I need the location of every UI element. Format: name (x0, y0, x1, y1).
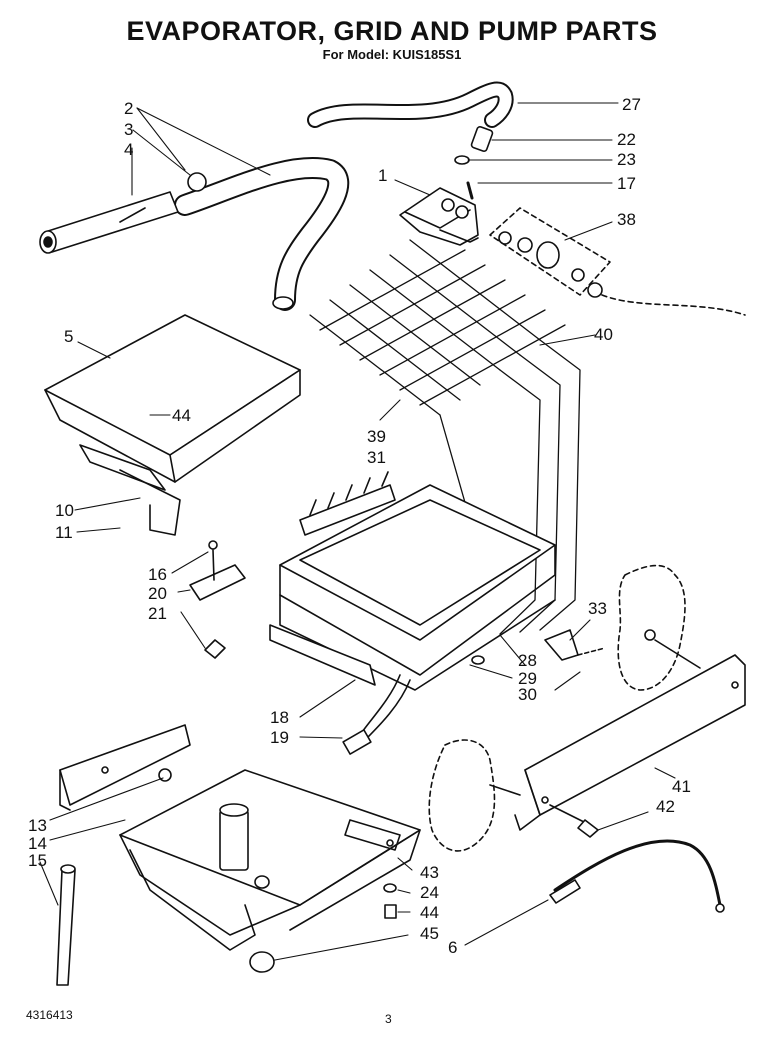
side-panel-part-41 (514, 654, 746, 838)
callout-27: 27 (622, 95, 641, 114)
callout-14: 14 (28, 834, 47, 853)
callout-13: 13 (28, 816, 47, 835)
callout-19: 19 (270, 728, 289, 747)
reservoir-part-43 (119, 769, 421, 951)
dashed-outline-middle (428, 739, 521, 852)
pump-fitting-group-38 (489, 207, 746, 316)
clips-part-31 (299, 471, 396, 536)
callout-30: 30 (518, 685, 537, 704)
fasteners-bottom (249, 883, 397, 973)
tube-part-4 (39, 172, 207, 254)
callout-29: 29 (518, 669, 537, 688)
hose-part-2 (174, 157, 350, 311)
callout-40: 40 (594, 325, 613, 344)
callout-39: 39 (367, 427, 386, 446)
callout-labels: 2 3 4 27 22 23 1 17 38 5 40 44 39 31 10 … (28, 95, 691, 957)
callout-16: 16 (148, 565, 167, 584)
callout-6: 6 (448, 938, 457, 957)
bracket-part-20 (189, 540, 246, 659)
evaporator-plate-part-5 (44, 314, 301, 536)
tube-part-15 (56, 864, 76, 986)
callout-3: 3 (124, 120, 133, 139)
model-subtitle: For Model: KUIS185S1 (322, 47, 462, 62)
callout-44: 44 (172, 406, 191, 425)
callout-31: 31 (367, 448, 386, 467)
callout-4: 4 (124, 140, 133, 159)
wire-harness-part-18-19 (342, 674, 411, 755)
document-number: 4316413 (26, 1008, 73, 1022)
page-number: 3 (385, 1012, 392, 1026)
valve-part-1 (399, 181, 479, 246)
callout-38: 38 (617, 210, 636, 229)
grid-frame-part-28 (269, 484, 556, 691)
callout-20: 20 (148, 584, 167, 603)
callout-15: 15 (28, 851, 47, 870)
leader-lines (39, 102, 676, 961)
dashed-outline-upper (617, 564, 701, 691)
callout-21: 21 (148, 604, 167, 623)
callout-11: 11 (55, 523, 73, 542)
callout-33: 33 (588, 599, 607, 618)
callout-5: 5 (64, 327, 73, 346)
drain-line-part-6 (549, 839, 725, 913)
callout-23: 23 (617, 150, 636, 169)
callout-42: 42 (656, 797, 675, 816)
callout-10: 10 (55, 501, 74, 520)
callout-2: 2 (124, 99, 133, 118)
callout-1: 1 (378, 166, 387, 185)
hose-part-27 (307, 81, 514, 165)
callout-41: 41 (672, 777, 691, 796)
callout-22: 22 (617, 130, 636, 149)
page-title: EVAPORATOR, GRID AND PUMP PARTS (126, 16, 658, 46)
callout-18: 18 (270, 708, 289, 727)
callout-24: 24 (420, 883, 439, 902)
callout-43: 43 (420, 863, 439, 882)
callout-45: 45 (420, 924, 439, 943)
bracket-part-13 (59, 724, 191, 811)
clip-part-33 (471, 629, 606, 665)
callout-17: 17 (617, 174, 636, 193)
callout-44-bottom: 44 (420, 903, 439, 922)
callout-28: 28 (518, 651, 537, 670)
grid-part-40 (309, 239, 581, 635)
